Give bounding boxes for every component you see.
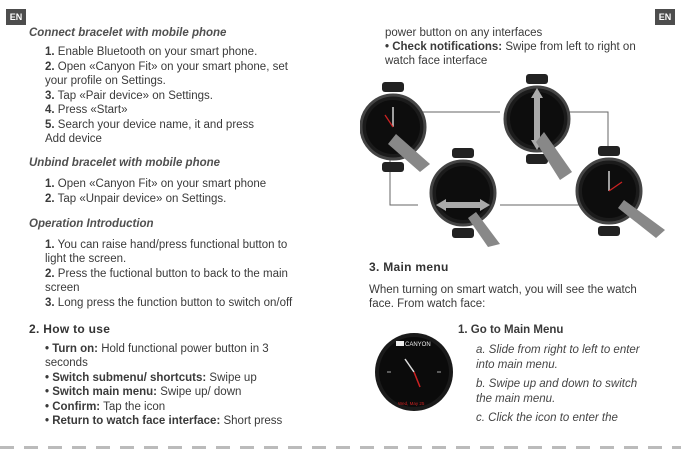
language-badge-right: EN: [655, 9, 675, 25]
page-bottom-dashed-line: [0, 446, 681, 449]
goto-a-line1: a. Slide from right to left to enter: [476, 344, 640, 356]
unbind-step-1: 1. Open «Canyon Fit» on your smart phone: [45, 178, 267, 190]
how-item-main-menu: • Switch main menu: Swipe up/ down: [45, 386, 242, 398]
goto-b-line1: b. Swipe up and down to switch: [476, 378, 638, 390]
watch-2: [503, 74, 572, 180]
check-notifications-cont: watch face interface: [385, 55, 488, 67]
watch-date: Wed, May 25: [398, 401, 425, 406]
watch-4: [575, 146, 665, 238]
op-step-1: 1. You can raise hand/press functional b…: [45, 239, 288, 251]
goto-b-line2: the main menu.: [476, 393, 556, 405]
unbind-step-2: 2. Tap «Unpair device» on Settings.: [45, 193, 227, 205]
how-item-turn-on-cont: seconds: [45, 357, 88, 369]
how-item-return: • Return to watch face interface: Short …: [45, 415, 283, 427]
language-badge-left: EN: [6, 9, 26, 25]
main-menu-title: 3. Main menu: [369, 260, 449, 274]
finger-icon: [388, 134, 430, 172]
goto-a-line2: into main menu.: [476, 359, 558, 371]
main-menu-paragraph-line2: face. From watch face:: [369, 298, 486, 310]
how-item-confirm: • Confirm: Tap the icon: [45, 401, 166, 413]
watch-3: [429, 148, 500, 247]
finger-icon: [468, 212, 500, 247]
op-step-2-cont: screen: [45, 282, 80, 294]
swipe-horizontal-arrow-icon: [436, 199, 490, 211]
how-item-turn-on: • Turn on: Hold functional power button …: [45, 343, 269, 355]
goto-c-line1: c. Click the icon to enter the: [476, 412, 618, 424]
finger-icon: [536, 132, 572, 180]
connect-step-5-cont: Add device: [45, 133, 102, 145]
op-step-3: 3. Long press the function button to swi…: [45, 297, 293, 309]
watch-1: [360, 82, 430, 172]
gesture-illustration: [360, 74, 665, 247]
main-menu-paragraph-line1: When turning on smart watch, you will se…: [369, 284, 637, 296]
how-item-submenu: • Switch submenu/ shortcuts: Swipe up: [45, 372, 257, 384]
op-step-1-cont: light the screen.: [45, 253, 127, 265]
watch-face-illustration: CANYON Wed, May 25: [375, 333, 453, 411]
connect-step-5: 5. Search your device name, it and press: [45, 119, 255, 131]
operation-title: Operation Introduction: [29, 218, 154, 230]
op-step-2: 2. Press the fuctional button to back to…: [45, 268, 288, 280]
connect-step-1: 1. Enable Bluetooth on your smart phone.: [45, 46, 258, 58]
check-notifications: • Check notifications: Swipe from left t…: [385, 41, 636, 53]
power-button-cont: power button on any interfaces: [385, 27, 543, 39]
connect-title: Connect bracelet with mobile phone: [29, 27, 227, 39]
watch-brand: CANYON: [405, 342, 431, 348]
connect-step-2: 2. Open «Canyon Fit» on your smart phone…: [45, 61, 288, 73]
unbind-title: Unbind bracelet with mobile phone: [29, 157, 221, 169]
connect-step-2-cont: your profile on Settings.: [45, 75, 166, 87]
connect-step-3: 3. Tap «Pair device» on Settings.: [45, 90, 213, 102]
finger-icon: [618, 200, 665, 238]
connect-step-4: 4. Press «Start»: [45, 104, 128, 116]
how-to-use-title: 2. How to use: [29, 322, 111, 336]
canyon-logo-icon: [396, 341, 404, 346]
go-to-main-menu-title: 1. Go to Main Menu: [458, 324, 564, 336]
swipe-vertical-arrow-icon: [531, 88, 543, 150]
